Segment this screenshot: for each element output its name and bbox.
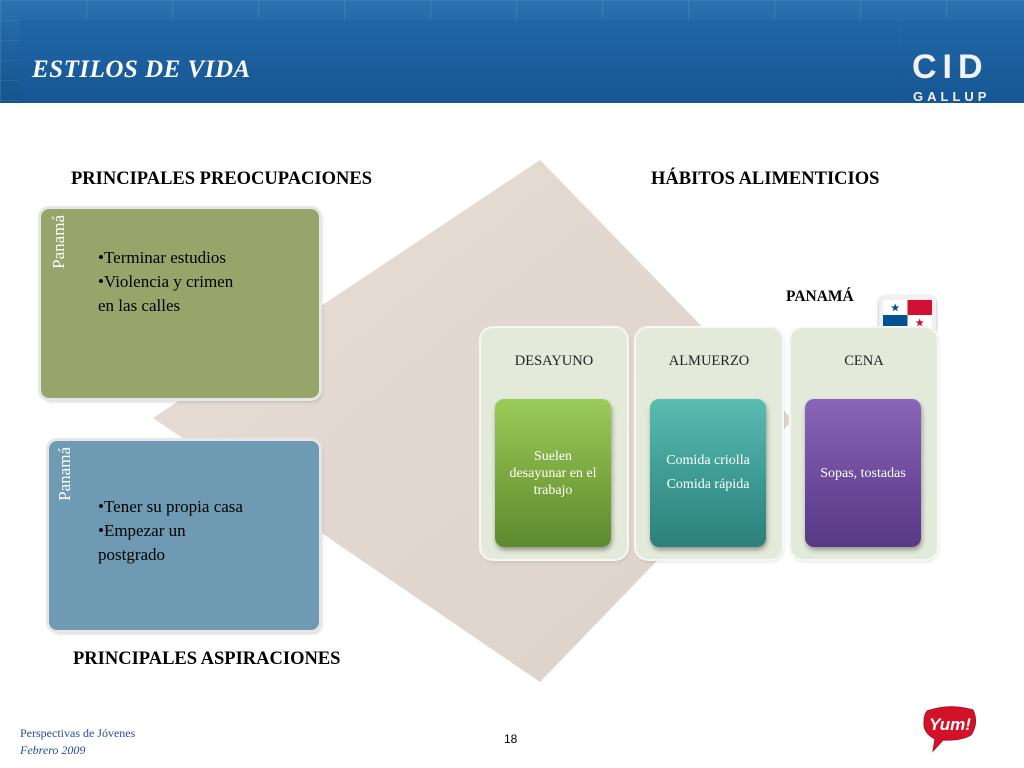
- meal-detail-line: Suelen: [533, 448, 573, 464]
- aspirations-list: •Tener su propia casa •Empezar un postgr…: [98, 495, 243, 567]
- concerns-list: •Terminar estudios •Violencia y crimen e…: [98, 246, 233, 318]
- logo-sub-text: GALLUP: [913, 89, 991, 104]
- meal-title: DESAYUNO: [514, 353, 594, 369]
- concerns-item: •Terminar estudios: [98, 248, 226, 267]
- slide-title: ESTILOS DE VIDA: [32, 56, 251, 83]
- meal-title: ALMUERZO: [668, 353, 750, 369]
- background-diamond: [153, 160, 793, 682]
- concerns-item: en las calles: [98, 296, 181, 315]
- concerns-item: •Violencia y crimen: [98, 272, 234, 291]
- country-label: PANAMÁ: [786, 288, 854, 305]
- meal-detail-line: desayunar en el: [509, 465, 597, 481]
- cid-gallup-logo: CID GALLUP: [900, 20, 1024, 103]
- meal-detail-box: Suelen desayunar en el trabajo: [495, 399, 611, 547]
- yum-logo-text: Yum!: [929, 715, 971, 734]
- header-title-bar: [20, 20, 898, 103]
- meal-detail-box: Comida criolla Comida rápida: [650, 399, 766, 547]
- meal-card-cena: CENA Sopas, tostadas: [791, 328, 937, 559]
- concerns-box: Panamá •Terminar estudios •Violencia y c…: [41, 209, 319, 398]
- footer-date: Febrero 2009: [20, 743, 86, 757]
- logo-main-text: CID: [912, 48, 989, 86]
- yum-logo: Yum!: [923, 706, 977, 753]
- meal-card-desayuno: DESAYUNO Suelen desayunar en el trabajo: [481, 328, 627, 559]
- footer-source-text: Perspectivas de Jóvenes: [20, 726, 136, 740]
- panama-flag-graphic: [883, 300, 932, 330]
- panama-flag-icon: [879, 296, 936, 334]
- concerns-heading: PRINCIPALES PREOCUPACIONES: [71, 169, 372, 189]
- meal-detail-line: Comida rápida: [666, 477, 750, 492]
- aspirations-heading: PRINCIPALES ASPIRACIONES: [73, 649, 341, 669]
- meal-detail-box: Sopas, tostadas: [805, 399, 921, 547]
- aspirations-item: •Tener su propia casa: [98, 497, 243, 516]
- meal-detail-line: Sopas, tostadas: [820, 465, 906, 481]
- meal-detail-line: trabajo: [533, 482, 573, 498]
- meal-card-almuerzo: ALMUERZO Comida criolla Comida rápida: [636, 328, 782, 559]
- slide-header: ESTILOS DE VIDA CID GALLUP: [0, 0, 1024, 103]
- concerns-country-label: Panamá: [49, 215, 68, 269]
- footer-source: Perspectivas de Jóvenes Febrero 2009: [20, 725, 135, 759]
- meal-title: CENA: [844, 353, 884, 369]
- aspirations-country-label: Panamá: [55, 447, 74, 501]
- meal-detail-line: Comida criolla: [666, 453, 750, 468]
- aspirations-box: Panamá •Tener su propia casa •Empezar un…: [49, 441, 319, 630]
- aspirations-item: postgrado: [98, 545, 166, 564]
- page-number: 18: [504, 732, 518, 746]
- habits-heading: HÁBITOS ALIMENTICIOS: [651, 169, 880, 189]
- aspirations-item: •Empezar un: [98, 521, 186, 540]
